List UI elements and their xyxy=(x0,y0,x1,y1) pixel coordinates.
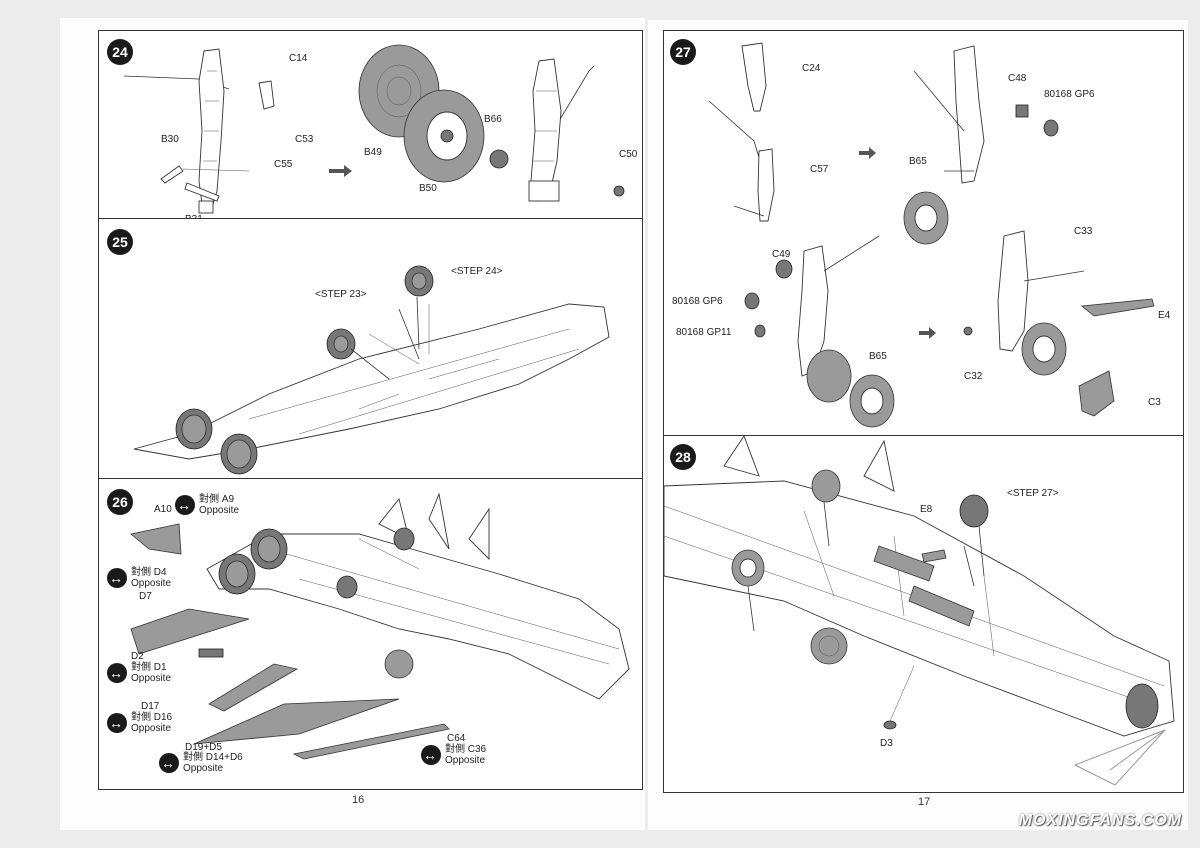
label-c55: C55 xyxy=(274,159,293,170)
label-gp6-top: 80168 GP6 xyxy=(1044,89,1095,100)
label-d16-en: Opposite xyxy=(131,723,172,734)
paper-plane-logo-icon xyxy=(1071,728,1167,787)
label-c53: C53 xyxy=(295,134,314,145)
right-page: 27 xyxy=(648,20,1188,830)
step-25-drawing xyxy=(133,265,610,475)
label-d4-en: Opposite xyxy=(131,578,172,589)
label-d1-cn: 對側 D1 xyxy=(131,662,167,673)
label-c32: C32 xyxy=(964,371,983,382)
page-number-17: 17 xyxy=(918,796,931,808)
label-d7: D7 xyxy=(139,591,152,602)
step-26-drawing xyxy=(130,492,630,760)
label-d14-en: Opposite xyxy=(183,763,224,774)
step-27-panel: 27 xyxy=(663,30,1184,437)
swap-arrow-icon xyxy=(421,745,441,765)
label-b30: B30 xyxy=(161,134,179,145)
label-c36-en: Opposite xyxy=(445,755,486,766)
label-c36-cn: 對側 C36 xyxy=(445,744,487,755)
step-28-badge: 28 xyxy=(670,444,696,470)
step-27-drawing xyxy=(708,42,1155,428)
step-24-drawing xyxy=(123,44,625,214)
swap-arrow-icon xyxy=(107,568,127,588)
label-c48: C48 xyxy=(1008,73,1027,84)
step-28-panel: 28 <STEP 27> E8 D3 xyxy=(663,435,1184,793)
label-c3: C3 xyxy=(1148,397,1161,408)
step-28-drawing xyxy=(664,436,1175,737)
label-d2: D2 xyxy=(131,651,144,662)
swap-arrow-icon xyxy=(107,663,127,683)
ref-step-24: <STEP 24> xyxy=(451,266,503,277)
label-e4: E4 xyxy=(1158,310,1171,321)
step-27-badge: 27 xyxy=(670,39,696,65)
label-c64: C64 xyxy=(447,733,466,744)
step-24-panel: 24 xyxy=(98,30,643,238)
label-b65-bottom: B65 xyxy=(869,351,887,362)
label-c33: C33 xyxy=(1074,226,1093,237)
label-d14-cn: 對側 D14+D6 xyxy=(183,752,243,763)
label-e8: E8 xyxy=(920,504,933,515)
left-page: 24 xyxy=(60,18,645,830)
step-25-badge: 25 xyxy=(107,229,133,255)
label-c57: C57 xyxy=(810,164,829,175)
label-c50: C50 xyxy=(619,149,638,160)
label-d17: D17 xyxy=(141,701,160,712)
label-b50: B50 xyxy=(419,183,437,194)
step-24-badge: 24 xyxy=(107,39,133,65)
step-26-panel: 26 A10 xyxy=(98,478,643,790)
label-b66: B66 xyxy=(484,114,502,125)
label-d19-d5: D19+D5 xyxy=(185,742,222,753)
ref-step-27: <STEP 27> xyxy=(1007,488,1059,499)
ref-step-23: <STEP 23> xyxy=(315,289,367,300)
label-a10: A10 xyxy=(154,504,172,515)
label-d3: D3 xyxy=(880,738,893,749)
label-gp6-mid: 80168 GP6 xyxy=(672,296,723,307)
step-25-panel: 25 <STEP 24> <STEP 23> xyxy=(98,218,643,480)
swap-arrow-icon xyxy=(107,713,127,733)
watermark-text: MOXINGFANS.COM xyxy=(1018,812,1182,829)
label-c24: C24 xyxy=(802,63,821,74)
label-a9-en: Opposite xyxy=(199,505,240,516)
swap-arrow-icon xyxy=(175,495,195,515)
label-a9-cn: 對側 A9 xyxy=(199,494,235,505)
label-b49: B49 xyxy=(364,147,382,158)
step-26-badge: 26 xyxy=(107,489,133,515)
page-number-16: 16 xyxy=(352,794,365,806)
swap-arrow-icon xyxy=(159,753,179,773)
label-d4-cn: 對側 D4 xyxy=(131,567,167,578)
label-b65-top: B65 xyxy=(909,156,927,167)
label-d1-en: Opposite xyxy=(131,673,172,684)
label-c49: C49 xyxy=(772,249,791,260)
label-d16-cn: 對側 D16 xyxy=(131,712,173,723)
label-c14: C14 xyxy=(289,53,308,64)
label-gp11: 80168 GP11 xyxy=(676,327,732,338)
